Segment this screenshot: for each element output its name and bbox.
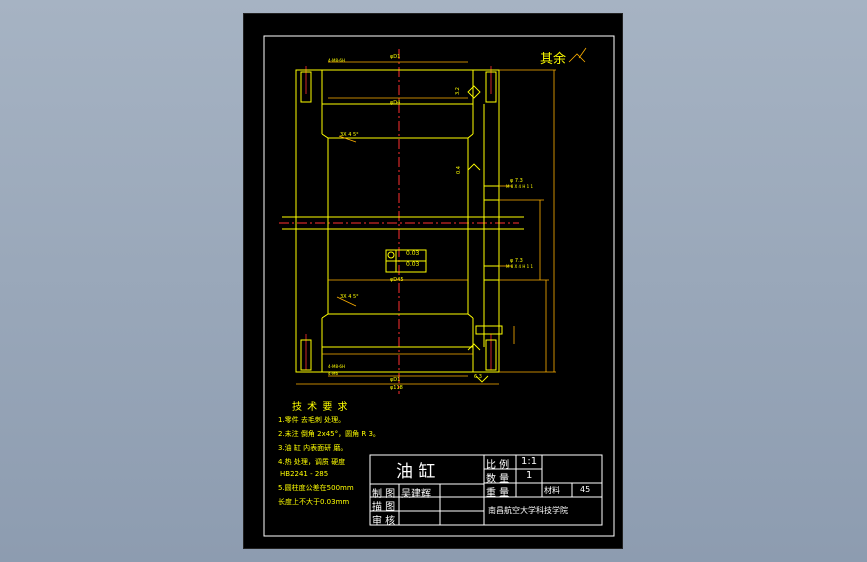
tech-line-5: HB2241 - 285 — [280, 470, 329, 478]
inner-frame — [263, 35, 615, 537]
dim-phi-d4: φD4 — [390, 100, 401, 106]
tolerance-value-2: 0.03 — [406, 261, 420, 268]
surface-finish-marks — [467, 85, 489, 383]
roughness-label: 其余 — [540, 52, 567, 67]
dim-thread-bottom-2: 4-M6 — [328, 371, 338, 376]
tech-line-4: 4.热 处理，调质 硬度 — [278, 458, 346, 466]
cylinder-drawing — [263, 35, 615, 537]
tech-line-2: 2.未注 倒角 2x45°，圆角 R 3。 — [278, 430, 380, 438]
dim-port-top-phi: φ 7.3 — [510, 178, 523, 184]
dim-phi-outer: φ118 — [390, 385, 403, 391]
section-band — [282, 216, 524, 230]
quantity-label: 数 量 — [486, 474, 510, 485]
traced-label: 描 图 — [372, 502, 396, 513]
title-block-grid — [369, 454, 603, 526]
dim-thread-bottom: 4-M8-6H — [328, 364, 345, 369]
material-label: 材料 — [544, 486, 560, 495]
scale-label: 比 例 — [486, 460, 510, 471]
dim-port-bottom-thread: M 8 X 4 H 1 1 — [506, 264, 534, 269]
drawn-value: 吴建辉 — [401, 489, 431, 500]
tech-requirements-title: 技 术 要 求 — [292, 402, 349, 413]
dim-port-bottom-phi: φ 7.3 — [510, 258, 523, 264]
dim-thread-top: 4-M8-6H — [328, 58, 345, 63]
dim-chamfer-bottom: 3X 4 5° — [340, 294, 359, 300]
tech-line-1: 1.零件 去毛刺 处理。 — [278, 416, 346, 424]
dim-port-top-thread: M 8 X 4 H 1 1 — [506, 184, 534, 189]
tech-line-6: 5.圆柱度公差在500mm — [278, 484, 354, 492]
school-name: 南昌航空大学科技学院 — [488, 506, 568, 515]
drawing-sheet: 其余 φD1 φD4 3X 4 5° 3X 4 5° φD45 φD1 φ118… — [244, 14, 622, 548]
quantity-value: 1 — [526, 470, 533, 481]
weight-label: 重 量 — [486, 488, 510, 499]
dimension-lines — [296, 47, 587, 385]
dim-phi-d1-bottom: φD1 — [390, 377, 401, 383]
drawn-label: 制 图 — [372, 489, 396, 500]
dim-phi-bottom: φD45 — [390, 277, 404, 283]
material-value: 45 — [580, 485, 591, 494]
roughness-bottom-value: 6.3 — [474, 374, 482, 380]
part-name: 油 缸 — [396, 462, 436, 482]
dim-chamfer-top: 3X 4 5° — [340, 132, 359, 138]
tech-line-7: 长度上不大于0.03mm — [278, 498, 350, 506]
tolerance-value-1: 0.03 — [406, 250, 420, 257]
scale-value: 1:1 — [521, 456, 538, 467]
tech-line-3: 3.油 缸 内表面研 磨。 — [278, 444, 348, 452]
body-outline — [295, 69, 503, 373]
checked-label: 审 核 — [372, 516, 396, 527]
dim-phi-d1: φD1 — [390, 54, 401, 60]
